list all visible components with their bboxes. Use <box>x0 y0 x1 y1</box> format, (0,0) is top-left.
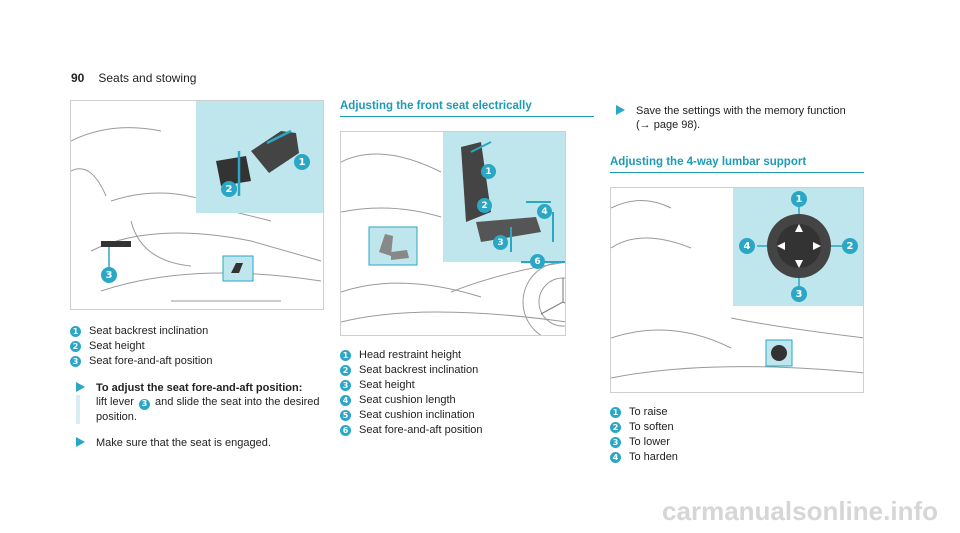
callout-4: 4 <box>739 238 755 254</box>
instruction-step: Make sure that the seat is engaged. <box>70 436 324 450</box>
electric-seat-figure: 1 2 3 4 5 6 <box>340 131 566 336</box>
callout-3: 3 <box>493 235 508 250</box>
column-lumbar: Save the settings with the memory functi… <box>610 100 864 465</box>
page-number: 90 <box>71 71 85 85</box>
section-title: Seats and stowing <box>98 71 197 85</box>
watermark: carmanualsonline.info <box>662 496 938 526</box>
callout-3: 3 <box>791 286 807 302</box>
section-heading: Adjusting the 4-way lumbar support <box>610 156 864 173</box>
page-header: 90 Seats and stowing <box>71 71 196 85</box>
lumbar-figure: 1 2 3 4 <box>610 187 864 393</box>
callout-2: 2 <box>477 198 492 213</box>
inline-callout: 3 <box>138 398 150 410</box>
callout-2: 2 <box>221 181 237 197</box>
callout-1: 1 <box>481 164 496 179</box>
callout-2: 2 <box>842 238 858 254</box>
callout-1: 1 <box>791 191 807 207</box>
callout-3: 3 <box>101 267 117 283</box>
section-heading: Adjusting the front seat electrically <box>340 100 594 117</box>
step-title: To adjust the seat fore-and-aft position… <box>96 382 303 394</box>
column-electric-seat: Adjusting the front seat electrically 1 … <box>340 100 594 438</box>
step-arrow-icon <box>616 105 625 115</box>
step-arrow-icon <box>76 382 85 392</box>
step-arrow-icon <box>76 436 85 447</box>
instruction-step: To adjust the seat fore-and-aft position… <box>70 381 324 424</box>
callout-6: 6 <box>530 254 545 269</box>
callout-4: 4 <box>537 204 552 219</box>
callout-1: 1 <box>294 154 310 170</box>
instruction-step: Save the settings with the memory functi… <box>610 104 864 132</box>
manual-seat-figure: 1 2 3 <box>70 100 324 310</box>
